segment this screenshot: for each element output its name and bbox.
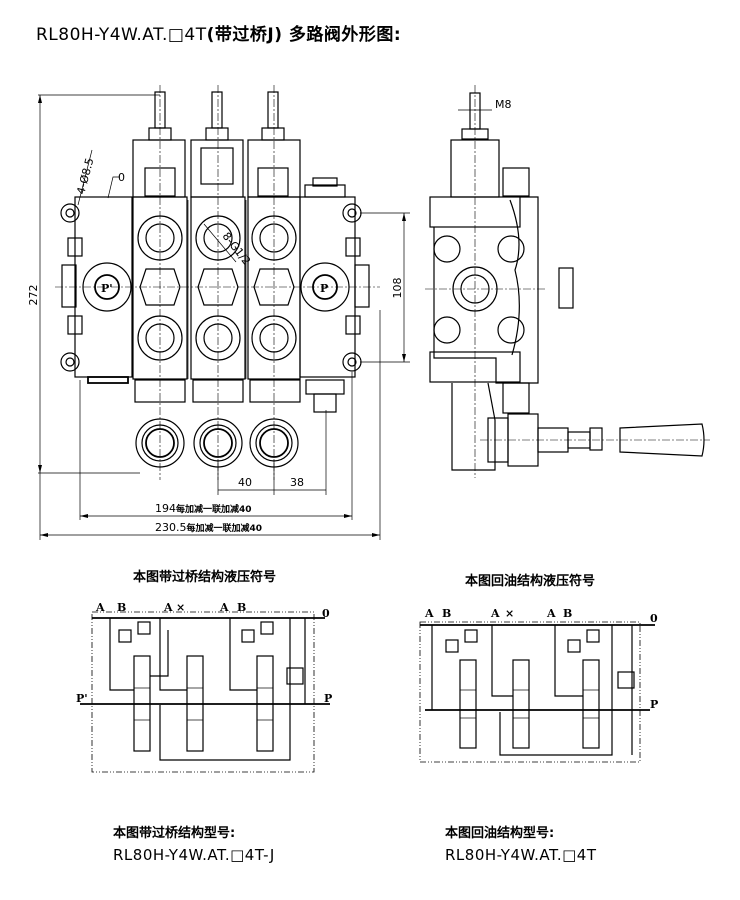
title-model: RL80H-Y4W.AT.□4T [36,25,207,45]
model-return-value: RL80H-Y4W.AT.□4T [445,846,597,864]
schematic-bridge: A B A × A B 0 P' P [76,601,332,773]
model-return-label: 本图回油结构型号: [445,826,555,841]
sch1-label-1: B [117,601,126,614]
sch1-port-o: 0 [322,607,330,620]
dim-38: 38 [290,476,304,489]
sch1-label-3: × [176,601,185,614]
model-bridge-label: 本图带过桥结构型号: [113,826,236,841]
dim-hole: 4-Ø8.5 [74,157,96,196]
caption-bridge: 本图带过桥结构液压符号 [133,570,277,585]
sch2-label-4: A [546,607,556,620]
model-bridge-value: RL80H-Y4W.AT.□4T-J [113,846,275,864]
title-suffix: (带过桥J) 多路阀外形图: [206,25,402,45]
sch2-label-5: B [563,607,572,620]
sch1-label-5: B [237,601,246,614]
sch2-label-3: × [505,607,514,620]
dim-o: 0 [118,171,125,184]
sch1-port-p-prime: P' [76,692,88,705]
sch1-port-p: P [324,692,332,705]
sch2-port-p: P [650,698,658,711]
drawing-title: RL80H-Y4W.AT.□4T(带过桥J) 多路阀外形图: [36,20,401,45]
front-view: 272 4-Ø8.5 0 P' P [27,85,410,540]
dim-194-value: 194 [155,502,176,515]
dim-230-note: 每加减一联加减40 [187,522,263,534]
schematic-return: A B A × A B 0 P [419,607,658,763]
dim-272: 272 [27,285,40,306]
dim-40: 40 [238,476,252,489]
work-sections: 8-G1/2 [55,85,380,480]
sch1-label-4: A [219,601,229,614]
side-view: M8 [425,85,710,478]
dim-230-value: 230.5 [155,521,187,534]
sch1-label-0: A [95,601,105,614]
sch2-label-0: A [424,607,434,620]
dim-194: 194每加减一联加减40 [155,502,252,515]
caption-return: 本图回油结构液压符号 [465,574,596,589]
port-p-front: P [320,282,328,295]
port-p-prime-front: P' [101,282,113,295]
sch1-label-2: A [163,601,173,614]
dim-108: 108 [391,278,404,299]
dim-230: 230.5每加减一联加减40 [155,521,262,534]
dim-194-note: 每加减一联加减40 [176,503,252,515]
dim-m8: M8 [495,98,512,111]
sch2-label-1: B [442,607,451,620]
sch2-label-2: A [490,607,500,620]
sch2-port-o: 0 [650,612,658,625]
